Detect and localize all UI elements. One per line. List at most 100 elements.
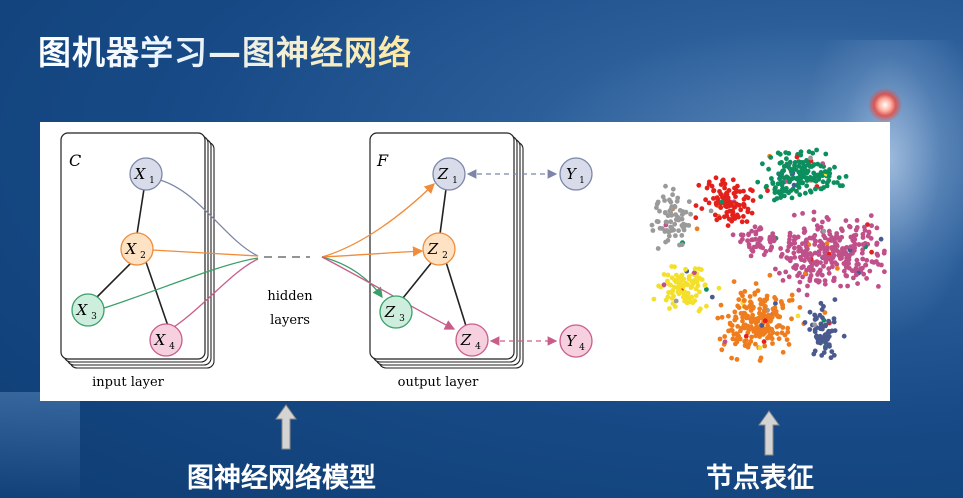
embedding-point (650, 228, 656, 233)
embedding-point (699, 267, 704, 273)
embedding-point (823, 322, 829, 328)
embedding-point (777, 270, 782, 276)
embedding-point (712, 212, 718, 218)
embedding-point (679, 278, 684, 283)
embedding-point (863, 262, 868, 268)
embedding-point (675, 195, 681, 201)
embedding-point (683, 209, 689, 215)
embedding-point (697, 289, 702, 295)
embedding-point (843, 174, 849, 179)
embedding-point (741, 214, 746, 219)
embedding-point (839, 255, 844, 261)
embedding-point (796, 169, 802, 175)
embedding-point (798, 149, 804, 155)
embedding-point (743, 337, 749, 343)
embedding-point (706, 200, 712, 206)
embedding-point (763, 249, 769, 254)
embedding-point (780, 349, 786, 355)
embedding-point (744, 315, 749, 321)
embedding-point (811, 217, 817, 223)
svg-text:3: 3 (399, 314, 405, 324)
embedding-point (777, 176, 782, 182)
embedding-point (749, 210, 755, 216)
embedding-point (754, 316, 759, 322)
embedding-point (777, 151, 783, 157)
embedding-point (775, 181, 781, 187)
embedding-point (665, 272, 671, 278)
embedding-point (735, 324, 741, 329)
embedding-point (743, 194, 749, 200)
embedding-point (826, 318, 831, 324)
output-node-z2: Z 2 (422, 232, 456, 266)
embedding-point (729, 355, 734, 361)
embedding-point (722, 185, 727, 191)
embedding-point (731, 279, 737, 284)
embedding-point (809, 252, 814, 258)
embedding-point (820, 315, 825, 321)
embedding-point (840, 246, 845, 251)
embedding-point (738, 232, 744, 238)
embedding-point (815, 226, 821, 232)
gnn-diagram: C hidden layers X 1 X 2 (60, 132, 887, 390)
svg-text:X: X (76, 301, 89, 319)
embedding-point (789, 195, 795, 201)
embedding-point (821, 350, 827, 355)
embedding-point (826, 334, 832, 339)
embedding-point (752, 224, 758, 230)
embedding-point (715, 315, 721, 321)
embedding-point (823, 345, 828, 351)
embedding-point (796, 244, 802, 250)
embedding-point (819, 272, 825, 278)
embedding-point (792, 240, 798, 246)
figure-panel: C hidden layers X 1 X 2 (40, 122, 890, 401)
embedding-point (740, 293, 745, 299)
embedding-point (818, 163, 824, 169)
embedding-point (819, 338, 824, 344)
embedding-point (665, 294, 671, 300)
input-graph-edges (94, 188, 169, 327)
embedding-point (749, 228, 755, 234)
embedding-point (876, 262, 881, 267)
embedding-point (826, 270, 832, 276)
embedding-point (774, 312, 779, 318)
embedding-point (725, 196, 731, 201)
embedding-point (829, 349, 835, 354)
embedding-point (818, 260, 823, 265)
embedding-point (663, 239, 668, 245)
embedding-point (752, 326, 758, 332)
embedding-point (834, 180, 840, 185)
embedding-point (749, 237, 754, 243)
embedding-point (745, 238, 750, 244)
embedding-point (831, 352, 837, 358)
embedding-point (847, 224, 853, 230)
embedding-point (740, 318, 745, 324)
embedding-point (709, 183, 715, 189)
embedding-point (732, 309, 738, 315)
embedding-point (811, 162, 817, 167)
embedding-point (670, 186, 676, 192)
embedding-point (787, 178, 793, 184)
embedding-point (767, 333, 773, 338)
svg-text:Y: Y (566, 332, 578, 350)
embedding-point (722, 334, 728, 339)
embedding-point (666, 233, 672, 239)
embedding-point (767, 236, 773, 242)
embedding-point (679, 216, 685, 222)
embedding-point (760, 161, 765, 167)
embedding-point (668, 219, 674, 225)
embedding-point (725, 223, 731, 228)
embedding-point (791, 175, 797, 181)
embedding-point (839, 234, 845, 240)
embedding-point (841, 268, 847, 274)
svg-text:Y: Y (566, 165, 578, 183)
embedding-point (786, 151, 792, 156)
embedding-point (778, 193, 784, 198)
embedding-point (732, 204, 738, 210)
embedding-point (654, 201, 660, 207)
svg-text:1: 1 (579, 176, 585, 186)
svg-text:Z: Z (437, 165, 449, 183)
embedding-point (661, 272, 667, 277)
embedding-point (716, 285, 722, 291)
embedding-point (862, 224, 867, 230)
embedding-point (785, 329, 791, 335)
